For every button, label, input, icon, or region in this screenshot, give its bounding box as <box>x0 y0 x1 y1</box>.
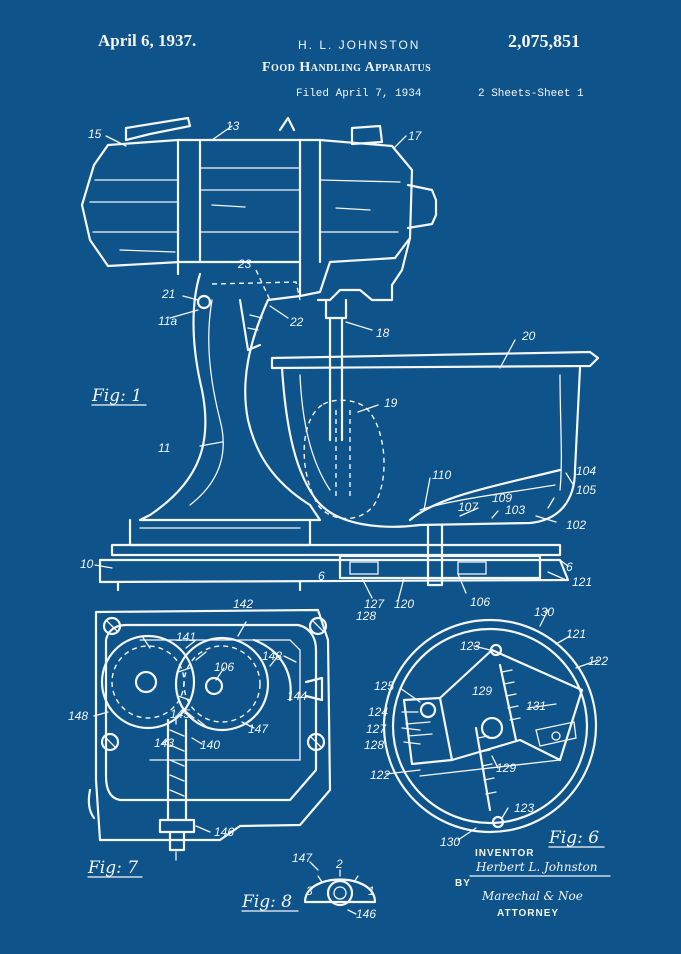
fig1-callout-label: 6 <box>318 569 325 583</box>
fig1-base <box>98 518 570 592</box>
attorney-caption: ATTORNEY <box>497 908 559 919</box>
fig7-label: Fig: 7 <box>87 858 138 878</box>
fig1-callout-label: 11 <box>158 441 170 455</box>
fig8-callouts: 147 2 3 1 146 <box>292 851 376 921</box>
fig6-callout-label: 125 <box>374 679 394 693</box>
fig6-callout-label: 121 <box>566 627 586 641</box>
fig6-callout-label: 127 <box>366 722 387 736</box>
fig1-callout-label: 20 <box>521 329 536 343</box>
fig1-callout-label: 107 <box>458 500 479 514</box>
fig6-callout-label: 129 <box>472 684 492 698</box>
fig1-callout-label: 22 <box>289 315 304 329</box>
fig6-callout-label: 124 <box>368 705 388 719</box>
fig8-callout-label: 1 <box>368 884 375 898</box>
fig1-callout-label: 104 <box>576 464 596 478</box>
fig6-label: Fig: 6 <box>548 828 599 848</box>
fig7-callout-label: 143 <box>154 736 174 750</box>
fig6-callout-label: 123 <box>514 801 534 815</box>
fig8-callout-label: 3 <box>306 884 313 898</box>
fig1-mixer-drawing <box>80 116 600 602</box>
fig1-callout-label: 128 <box>356 609 376 623</box>
inventor-name: H. L. JOHNSTON <box>298 38 421 52</box>
fig1-callout-label: 109 <box>492 491 512 505</box>
filed-date: Filed April 7, 1934 <box>296 88 422 100</box>
fig7-callout-label: 144 <box>287 689 307 703</box>
fig1-callout-label: 19 <box>384 396 398 410</box>
fig7-callout-label: 148 <box>262 649 282 663</box>
fig1-callout-label: 17 <box>408 129 423 143</box>
fig6-callout-label: 128 <box>364 738 384 752</box>
inventor-signature: Herbert L. Johnston <box>475 860 597 874</box>
fig1-callout-label: 10 <box>80 557 94 571</box>
fig1-beater-dashed <box>303 399 385 520</box>
fig1-callout-label: 21 <box>161 287 175 301</box>
patent-number: 2,075,851 <box>508 31 580 51</box>
fig1-bowl <box>270 350 600 528</box>
fig1-callout-label: 106 <box>470 595 490 609</box>
inventor-caption: INVENTOR <box>475 848 535 859</box>
fig8-callout-label: 2 <box>335 857 343 871</box>
fig7-gear-housing-drawing <box>87 608 332 861</box>
fig6-callout-label: 122 <box>370 768 390 782</box>
fig1-callout-label: 11a <box>158 314 177 328</box>
patent-title: Food Handling Apparatus <box>262 60 432 75</box>
fig1-label: Fig: 1 <box>91 386 142 406</box>
fig7-callout-label: 147 <box>248 722 269 736</box>
fig1-leader-lines <box>94 125 575 602</box>
fig8-dial-drawing <box>303 861 377 915</box>
fig1-callout-label: 18 <box>376 326 390 340</box>
fig7-callout-label: 148 <box>68 709 88 723</box>
attorney-signature: Marechal & Noe <box>481 889 583 903</box>
fig6-plan-view-drawing <box>382 609 599 841</box>
fig1-callout-label: 23 <box>237 257 252 271</box>
fig6-callout-label: 129 <box>496 761 516 775</box>
fig7-callout-label: 142 <box>233 597 253 611</box>
fig1-callout-label: 121 <box>572 575 592 589</box>
fig6-callout-label: 123 <box>460 639 480 653</box>
fig1-callout-label: 103 <box>505 503 525 517</box>
fig1-pedestal-column <box>138 269 322 522</box>
fig7-callout-label: 145 <box>170 707 190 721</box>
signature-block: INVENTOR Herbert L. Johnston BY Marechal… <box>455 848 611 919</box>
fig8-callout-label: 146 <box>356 907 376 921</box>
sheet-count: 2 Sheets-Sheet 1 <box>478 88 584 100</box>
fig6-callout-label: 130 <box>440 835 460 849</box>
fig1-callout-label: 127 <box>364 597 385 611</box>
fig6-callout-label: 130 <box>534 605 554 619</box>
fig1-callout-label: 105 <box>576 483 596 497</box>
fig8-label: Fig: 8 <box>241 892 292 912</box>
fig7-callouts: 142 141 106 148 148 144 145 143 140 147 146 <box>68 597 307 839</box>
fig1-callout-label: 102 <box>566 518 586 532</box>
fig7-callout-label: 140 <box>200 738 220 752</box>
fig1-callout-label: 6 <box>566 560 573 574</box>
fig1-callout-label: 13 <box>226 119 240 133</box>
fig7-callout-label: 106 <box>214 660 234 674</box>
fig1-callout-label: 15 <box>88 127 102 141</box>
fig6-callout-label: 131 <box>526 699 546 713</box>
patent-date: April 6, 1937. <box>98 31 197 50</box>
fig1-callout-label: 120 <box>394 597 414 611</box>
fig1-callout-label: 110 <box>432 468 451 482</box>
fig8-callout-label: 147 <box>292 851 313 865</box>
fig6-callout-label: 122 <box>588 654 608 668</box>
fig7-callout-label: 141 <box>176 630 196 644</box>
by-caption: BY <box>455 878 471 889</box>
fig7-callout-label: 146 <box>214 825 234 839</box>
figure-labels: Fig: 1 Fig: 6 Fig: 7 Fig: 8 <box>87 386 605 912</box>
fig1-motor-head <box>80 116 438 442</box>
